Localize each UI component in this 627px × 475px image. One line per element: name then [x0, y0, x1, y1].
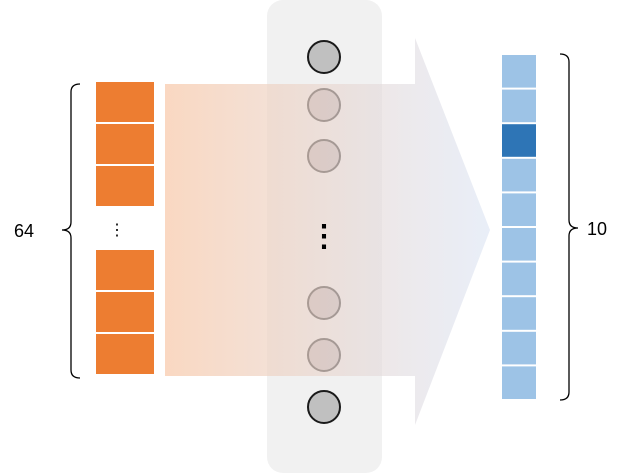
- output-vector: [502, 55, 536, 399]
- output-cell: [502, 55, 536, 88]
- hidden-node: [307, 40, 341, 74]
- input-cell: [96, 334, 154, 374]
- right-brace: [559, 53, 579, 401]
- input-size-label: 64: [14, 221, 34, 241]
- input-vector: [96, 82, 154, 374]
- output-size-label: 10: [587, 219, 607, 239]
- input-cell: [96, 250, 154, 290]
- hidden-ellipsis: ⋮: [309, 220, 339, 253]
- hidden-node: [307, 390, 341, 424]
- output-cell: [502, 193, 536, 226]
- output-cell: [502, 262, 536, 296]
- output-cell: [502, 89, 536, 123]
- output-cell: [502, 297, 536, 330]
- transform-arrow: [165, 38, 490, 425]
- input-cell: [96, 166, 154, 206]
- output-cell-active: [502, 124, 536, 157]
- left-brace: [61, 83, 81, 379]
- input-ellipsis: ⋮: [109, 222, 125, 239]
- output-cell: [502, 366, 536, 399]
- output-cell: [502, 228, 536, 261]
- input-cell: [96, 292, 154, 332]
- input-cell: [96, 82, 154, 122]
- output-cell: [502, 158, 536, 192]
- input-cell: [96, 124, 154, 164]
- output-cell: [502, 331, 536, 365]
